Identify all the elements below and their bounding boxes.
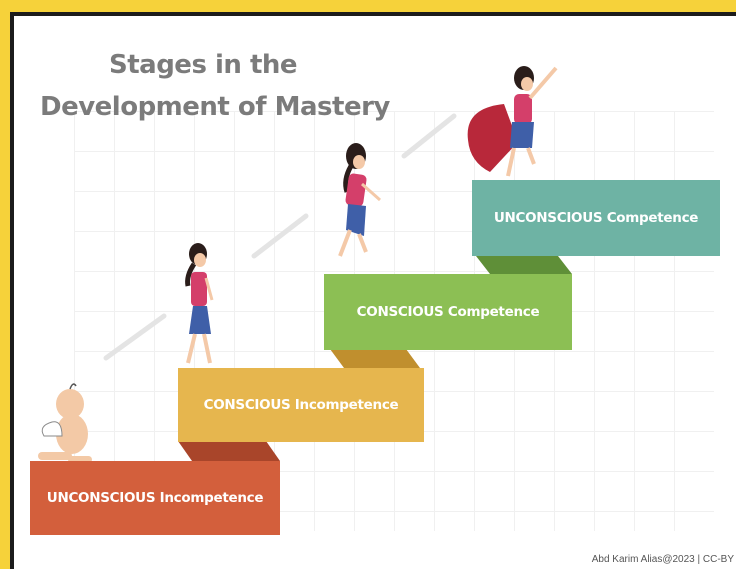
title-line-2: Development of Mastery (40, 92, 390, 122)
walking-woman-figure (185, 243, 214, 364)
step-top-3 (476, 256, 572, 274)
stage-3-label: CONSCIOUS Competence (356, 304, 540, 320)
staircase-illustration (38, 66, 572, 463)
superhero-woman-figure (467, 66, 558, 177)
credit-text: Abd Karim Alias@2023 | CC-BY (591, 554, 734, 565)
arrow-1 (103, 313, 167, 361)
stage-2-block: CONSCIOUS Incompetence (178, 368, 424, 442)
progress-arrows (103, 113, 457, 361)
arrow-3 (401, 113, 457, 159)
baby-figure (38, 383, 92, 463)
step-top-2 (330, 349, 420, 368)
stage-4-block: UNCONSCIOUS Competence (472, 180, 720, 256)
running-woman-figure (338, 143, 381, 257)
step-top-1 (178, 441, 280, 461)
stage-2-label: CONSCIOUS Incompetence (203, 397, 399, 413)
slide: Stages in the Development of Mastery (10, 12, 736, 569)
stage-1-block: UNCONSCIOUS Incompetence (30, 461, 280, 535)
arrow-2 (251, 213, 309, 259)
title-line-1: Stages in the (109, 50, 298, 80)
stage-4-label: UNCONSCIOUS Competence (493, 210, 699, 226)
stage-3-block: CONSCIOUS Competence (324, 274, 572, 350)
stage-1-label: UNCONSCIOUS Incompetence (46, 490, 264, 506)
